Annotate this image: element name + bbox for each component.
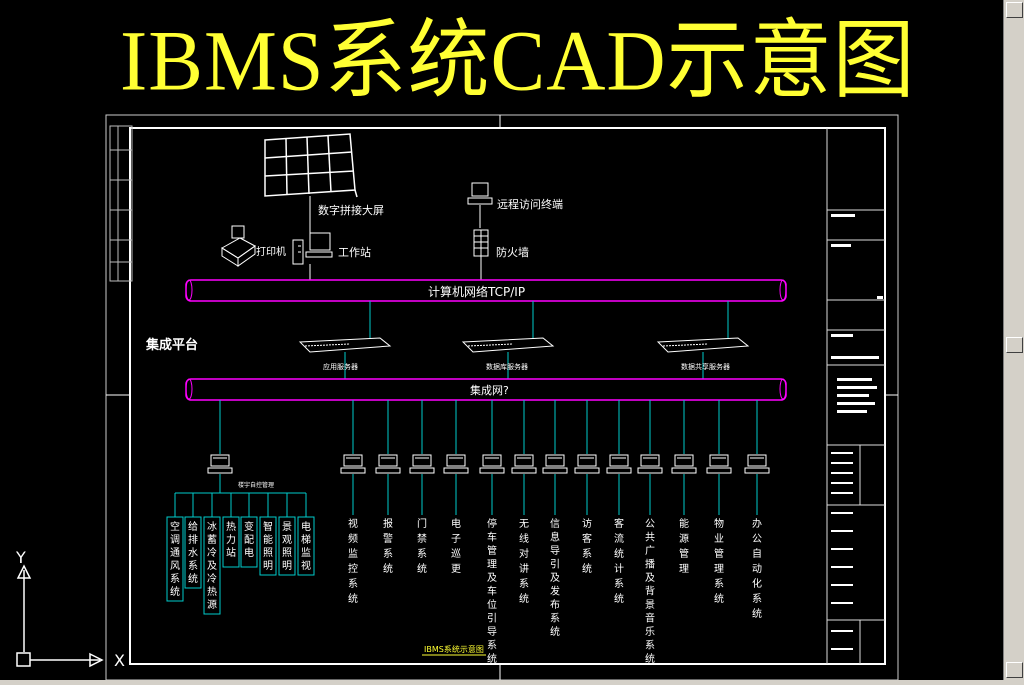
terminal-icon — [542, 454, 568, 474]
x-axis-label: X — [114, 651, 125, 670]
terminal-icon — [409, 454, 435, 474]
ucs-axis-icon — [16, 564, 104, 668]
sheet-inner-frame — [129, 127, 886, 665]
tcpip-network-label: 计算机网络TCP/IP — [428, 284, 525, 299]
terminal-icon — [340, 454, 366, 474]
terminal-icon — [706, 454, 732, 474]
footer-caption: IBMS系统示意图 — [424, 644, 484, 654]
subsystem-columns: 视频监控系统 报警系统 门禁系统 电子巡更 停车管理及车位引导系统 无线对讲系统 信息导引及… — [340, 400, 770, 665]
left-margin-strip — [109, 125, 133, 282]
subsystem-label: 停车管理及车位引导系统 — [487, 517, 497, 665]
server-label: 应用服务器 — [323, 362, 358, 371]
firewall-label: 防火墙 — [496, 245, 529, 259]
horizontal-scrollbar[interactable] — [0, 680, 1024, 685]
printer-label: 打印机 — [256, 245, 286, 258]
server-icon — [461, 337, 555, 353]
terminal-icon — [443, 454, 469, 474]
bas-group-header: 楼宇自控管理 — [238, 481, 274, 489]
subsystem-label: 变配电 — [244, 520, 254, 559]
remote-terminal-label: 远程访问终端 — [497, 197, 563, 211]
terminal-icon — [671, 454, 697, 474]
subsystem-box — [240, 516, 258, 568]
subsystem-label: 访客系统 — [582, 518, 592, 575]
server-icon — [656, 337, 750, 353]
scroll-up-button[interactable] — [1006, 2, 1023, 18]
terminal-icon — [479, 454, 505, 474]
subsystem-label: 能源管理 — [679, 517, 689, 575]
subsystem-label: 客流统计系统 — [614, 517, 624, 605]
terminal-icon — [511, 454, 537, 474]
video-wall-label: 数字拼接大屏 — [318, 203, 384, 217]
printer-icon — [221, 225, 256, 267]
bas-subsystem-group: 楼宇自控管理空调通风系统给排水系统冰蓄冷及冷热源热力站变配电智能照明景观照明电梯… — [166, 400, 315, 615]
subsystem-label: 报警系统 — [383, 517, 393, 575]
scroll-down-button[interactable] — [1006, 662, 1023, 678]
subsystem-label: 公共广播及背景音乐系统 — [645, 519, 655, 665]
server-group: 应用服务器 数据库服务器 数据共享服务器 — [298, 301, 750, 379]
vertical-scrollbar[interactable] — [1003, 0, 1024, 680]
terminal-icon — [744, 454, 770, 474]
terminal-icon — [637, 454, 663, 474]
subsystem-label: 视频监控系统 — [348, 517, 358, 605]
drawing-title: IBMS系统CAD示意图 — [120, 12, 916, 109]
subsystem-box — [259, 516, 277, 576]
integration-bus-label: 集成网? — [470, 383, 509, 397]
subsystem-label: 电梯监视 — [301, 520, 311, 572]
subsystem-box — [278, 516, 296, 576]
subsystem-label: 智能照明 — [263, 520, 273, 572]
subsystem-label: 空调通风系统 — [170, 520, 180, 598]
subsystem-label: 门禁系统 — [417, 517, 427, 575]
y-axis-label: Y — [15, 548, 26, 567]
workstation-icon — [292, 232, 333, 265]
integration-bus — [185, 378, 787, 401]
terminal-icon — [207, 454, 233, 474]
tcpip-network-bus — [185, 279, 787, 302]
subsystem-label: 给排水系统 — [188, 520, 198, 585]
subsystem-box — [184, 516, 202, 589]
workstation-label: 工作站 — [338, 245, 371, 259]
subsystem-label: 冰蓄冷及冷热源 — [207, 520, 217, 611]
subsystem-label: 无线对讲系统 — [519, 519, 529, 605]
server-label: 数据共享服务器 — [681, 362, 730, 371]
subsystem-label: 信息导引及发布系统 — [550, 518, 560, 638]
subsystem-label: 电子巡更 — [451, 517, 461, 575]
server-icon — [298, 337, 392, 353]
integration-platform-label: 集成平台 — [145, 337, 198, 353]
ibms-diagram: 数字拼接大屏 远程访问终端 打印机 工作站 — [15, 114, 899, 681]
subsystem-box — [166, 516, 184, 602]
firewall-icon — [473, 229, 489, 257]
subsystem-label: 办公自动化系统 — [752, 517, 762, 620]
server-label: 数据库服务器 — [486, 362, 528, 371]
video-wall-icon — [264, 133, 358, 198]
subsystem-box — [222, 516, 240, 568]
subsystem-label: 物业管理系统 — [714, 517, 724, 605]
terminal-icon — [574, 454, 600, 474]
title-block — [826, 128, 885, 664]
subsystem-label: 景观照明 — [282, 521, 292, 572]
subsystem-box — [297, 516, 315, 576]
scroll-handle[interactable] — [1006, 337, 1023, 353]
subsystem-label: 热力站 — [226, 520, 236, 559]
cad-drawing-canvas[interactable]: 数字拼接大屏 远程访问终端 打印机 工作站 — [0, 0, 1003, 681]
subsystem-box — [203, 516, 221, 615]
remote-terminal-icon — [467, 182, 493, 205]
terminal-icon — [375, 454, 401, 474]
terminal-icon — [606, 454, 632, 474]
